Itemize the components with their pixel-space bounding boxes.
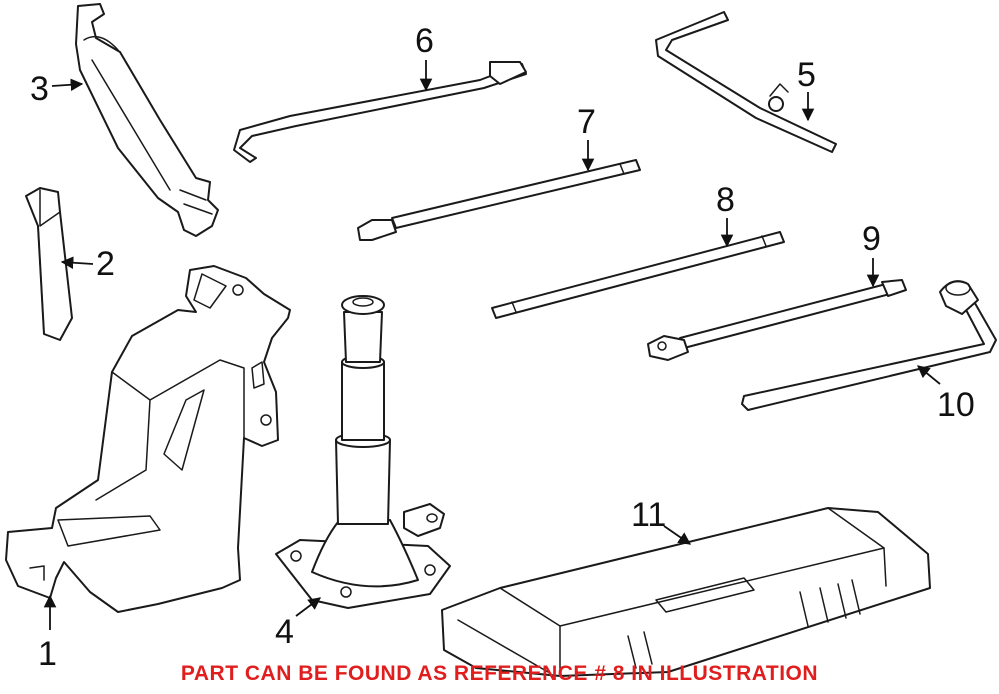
svg-text:9: 9	[862, 220, 881, 258]
part-9-rod	[647, 279, 907, 361]
part-8-rod	[491, 231, 785, 319]
part-10-lug-wrench	[741, 280, 997, 411]
callout-9: 9	[862, 220, 881, 288]
callout-10: 10	[917, 365, 975, 424]
svg-text:5: 5	[797, 56, 816, 94]
svg-text:3: 3	[30, 70, 49, 108]
part-1-bracket	[5, 265, 291, 613]
svg-text:7: 7	[577, 103, 596, 141]
svg-text:8: 8	[716, 181, 735, 219]
callout-2: 2	[60, 245, 115, 283]
svg-text:1: 1	[38, 635, 57, 673]
part-11-tool-case	[441, 507, 931, 677]
callout-6: 6	[415, 22, 434, 92]
part-7-rod	[357, 159, 641, 241]
svg-text:4: 4	[275, 613, 294, 651]
callout-1: 1	[38, 594, 57, 673]
callout-3: 3	[30, 70, 84, 108]
callout-7: 7	[577, 103, 596, 172]
part-4-jack	[275, 295, 451, 609]
part-3-strap	[75, 3, 219, 237]
part-2-foam-block	[25, 187, 73, 341]
part-6-extension-rod	[233, 61, 527, 163]
svg-text:2: 2	[96, 245, 115, 283]
callout-5: 5	[797, 56, 816, 122]
reference-note: PART CAN BE FOUND AS REFERENCE # 8 IN IL…	[180, 662, 819, 685]
svg-text:11: 11	[631, 496, 666, 534]
part-5-crank-handle	[655, 11, 837, 153]
svg-text:10: 10	[937, 386, 975, 424]
callout-11: 11	[631, 496, 692, 545]
callout-4: 4	[275, 597, 322, 651]
svg-text:6: 6	[415, 22, 434, 60]
callout-8: 8	[716, 181, 735, 248]
